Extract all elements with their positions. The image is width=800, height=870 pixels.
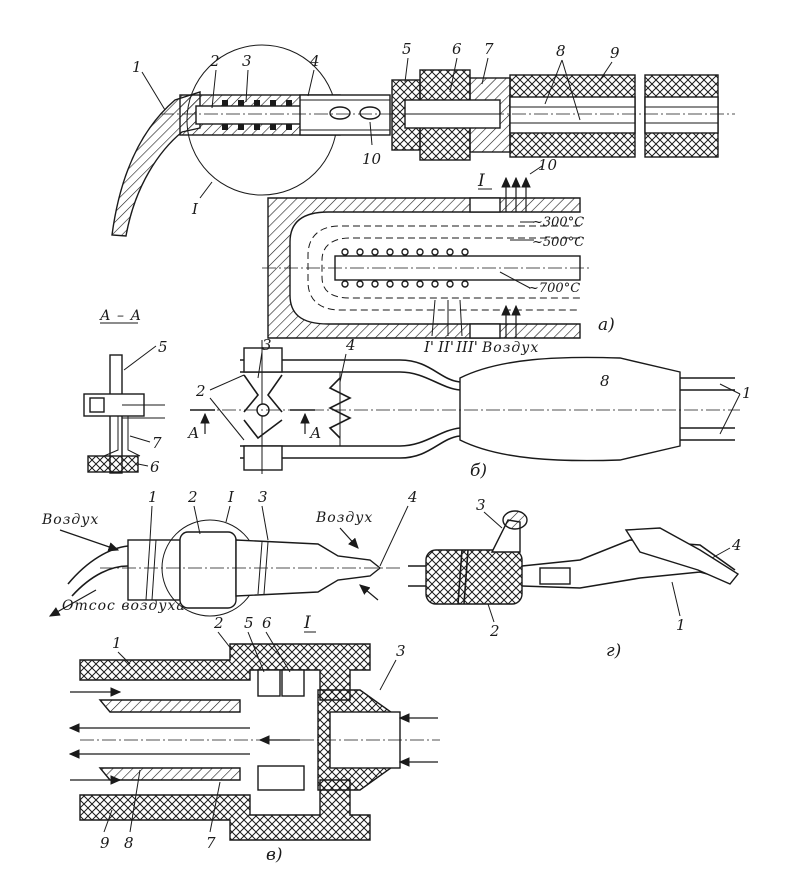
detail-inner-sleeve: [98, 699, 241, 713]
callout: 2: [195, 382, 206, 400]
section-I-enlarged: I 10 ~300°C ~500°C ~700°C I' II' III' Во…: [262, 156, 615, 356]
zone-label: II': [437, 338, 454, 356]
sleeve: [539, 567, 571, 585]
callout: 3: [258, 488, 268, 506]
callout: 7: [152, 434, 162, 452]
callout: 3: [476, 496, 486, 514]
callout: 7: [484, 40, 494, 58]
callout: 4: [345, 336, 356, 354]
callout: 1: [132, 58, 142, 76]
clamp-bottom: [243, 445, 283, 471]
view-b: А – А 5 7 6 А: [83, 308, 752, 481]
callout: 6: [262, 614, 272, 632]
callout: 10: [362, 150, 382, 168]
callout: 8: [124, 834, 134, 852]
handle-bore: [509, 96, 636, 134]
callout: 4: [407, 488, 418, 506]
air-out-label: Отсос воздуха: [62, 598, 186, 614]
knurled-body-2: [425, 549, 523, 605]
coupling-2: [179, 531, 237, 609]
callout: 3: [262, 336, 272, 354]
callout: 1: [742, 384, 752, 402]
section-label: I: [477, 171, 485, 191]
air-in-right-label: Воздух: [315, 510, 373, 526]
section-base-6: [87, 455, 139, 473]
callout: 8: [600, 372, 610, 390]
caption-b: б): [470, 461, 487, 481]
callout: 8: [556, 42, 566, 60]
callout: 5: [158, 338, 168, 356]
callout: 2: [489, 622, 500, 640]
callout: I: [227, 488, 235, 506]
callout: 9: [610, 44, 620, 62]
detail-mark-v: I: [303, 613, 311, 633]
air-label: Воздух: [481, 340, 539, 356]
callout: 1: [148, 488, 158, 506]
detail-mark: I: [191, 200, 199, 218]
callout: 6: [452, 40, 462, 58]
view-v: Воздух Воздух Отсос воздуха 1 2 I 3 4 I: [41, 488, 440, 865]
view-a: 1 2 3 4 5 6 7 8 9 10 I: [111, 40, 735, 356]
callout: 4: [309, 52, 320, 70]
jaw-4: [624, 527, 740, 585]
handle-8: [459, 356, 681, 462]
callout: 5: [402, 40, 412, 58]
heater-coil-4: [328, 377, 352, 439]
callout: 2: [187, 488, 198, 506]
temp-label: ~300°C: [532, 215, 584, 230]
detail-ring-6: [281, 669, 305, 697]
callout: 2: [213, 614, 224, 632]
zone-label: I': [423, 338, 434, 356]
callout: 9: [100, 834, 110, 852]
callout: 5: [244, 614, 254, 632]
coil-dots: [341, 248, 469, 288]
temp-label: ~700°C: [528, 281, 580, 296]
vent-hole: [359, 106, 381, 120]
callout: 1: [112, 634, 122, 652]
temp-label: ~500°C: [532, 235, 584, 250]
cut-letter: А: [309, 424, 321, 442]
callout: 1: [676, 616, 686, 634]
callout: 10: [538, 156, 558, 174]
vent-hole: [329, 106, 351, 120]
clamp-top: [243, 347, 283, 373]
arm-upper: [521, 539, 736, 571]
callout: 3: [396, 642, 406, 660]
cut-letter: А: [187, 424, 199, 442]
caption-g: г): [606, 641, 621, 661]
pins: [408, 565, 426, 587]
callout: 2: [209, 52, 220, 70]
zone-label: III': [455, 338, 478, 356]
air-in-label: Воздух: [41, 512, 99, 528]
callout: 7: [206, 834, 216, 852]
section-title: А – А: [99, 308, 142, 324]
wire-frame: [240, 359, 461, 459]
caption-v: в): [266, 845, 283, 865]
callout: 3: [242, 52, 252, 70]
caption-a: а): [598, 315, 615, 335]
callout: 4: [731, 536, 742, 554]
view-g: 3 2 4 1 г): [408, 496, 742, 661]
hose: [67, 545, 129, 597]
heater-coils-3: [222, 100, 292, 130]
callout: 6: [150, 458, 160, 476]
callouts-a: 1 2 3 4 5 6 7 8 9 10 I: [132, 40, 620, 218]
detail-ring-5: [257, 669, 281, 697]
